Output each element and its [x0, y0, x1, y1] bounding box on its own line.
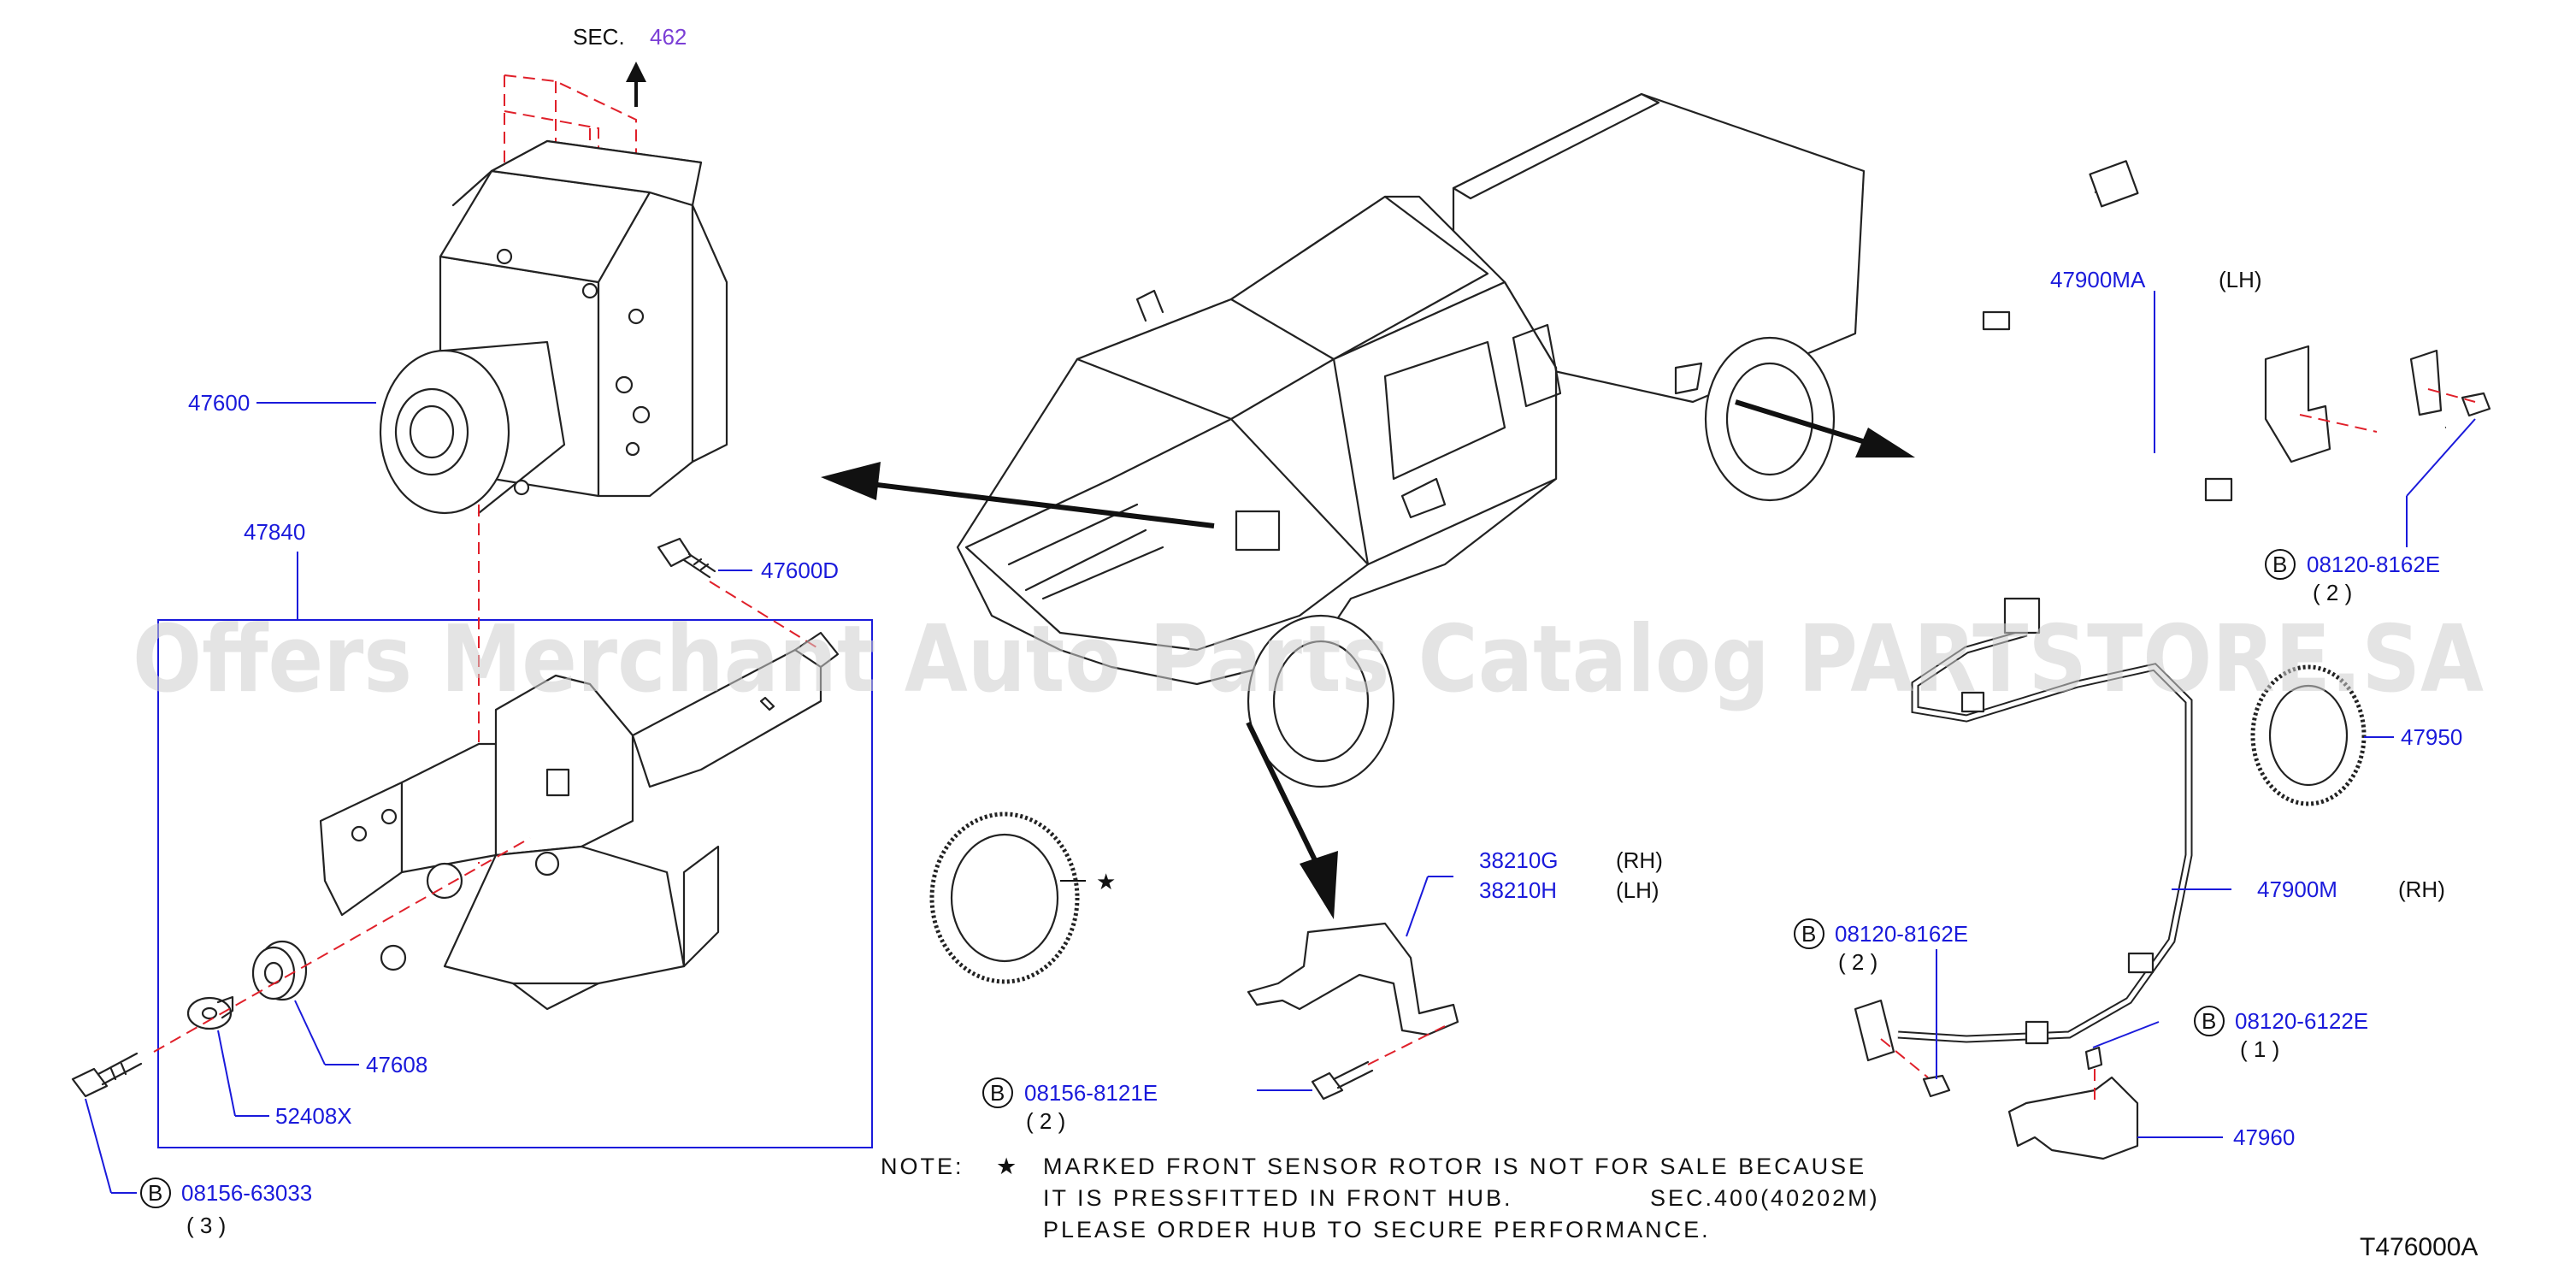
- b-marker-08120-8162e-mid: [1794, 918, 1824, 949]
- side-47900m: (RH): [2398, 876, 2445, 902]
- qty-08120-6122e: ( 1 ): [2240, 1036, 2279, 1062]
- arrow-to-front-bracket: [1246, 721, 1319, 865]
- bolt-47600d-drawing: [657, 537, 716, 579]
- qty-08120-8162e-mid: ( 2 ): [1838, 949, 1877, 975]
- part-label-47600d[interactable]: 47600D: [761, 558, 839, 583]
- part-label-08156-63033[interactable]: 08156-63033: [181, 1180, 312, 1206]
- part-label-08120-8162e-top[interactable]: 08120-8162E: [2307, 552, 2440, 577]
- note-line-2b: SEC.400(40202M): [1650, 1185, 1880, 1211]
- front-sensor-bracket-drawing: [1247, 922, 1459, 1036]
- bracket-assy-frame: [157, 619, 873, 1148]
- leader-47608-a: [294, 1000, 326, 1065]
- sec-arrow-head: [626, 62, 646, 82]
- pickup-truck-drawing: [956, 92, 1866, 788]
- b-marker-08120-8162e-top: [2265, 549, 2296, 580]
- diagram-id: T476000A: [2360, 1233, 2478, 1261]
- part-label-08156-8121e[interactable]: 08156-8121E: [1024, 1080, 1158, 1106]
- side-47900ma: (LH): [2219, 267, 2262, 292]
- leader-08156-63033: [85, 1098, 112, 1194]
- bracket-drawing: [319, 505, 840, 1011]
- b-marker-text: B: [2272, 552, 2287, 577]
- part-label-08120-8162e-mid[interactable]: 08120-8162E: [1835, 921, 1968, 947]
- abs-actuator-drawing: [379, 74, 728, 515]
- part-label-38210g[interactable]: 38210G: [1479, 847, 1559, 873]
- note-label: NOTE:: [881, 1154, 964, 1179]
- collar-52408x-drawing: [186, 995, 234, 1030]
- qty-08156-63033: ( 3 ): [186, 1213, 226, 1238]
- part-label-47608[interactable]: 47608: [366, 1052, 427, 1077]
- bolt-08156-63033-drawing: [71, 1052, 143, 1098]
- b-marker-08120-6122e: [2194, 1006, 2225, 1036]
- arrow-to-actuator-head: [821, 462, 881, 500]
- note-line-1: MARKED FRONT SENSOR ROTOR IS NOT FOR SAL…: [1043, 1154, 1866, 1179]
- part-label-47900m[interactable]: 47900M: [2257, 876, 2337, 902]
- b-marker-text: B: [148, 1180, 162, 1206]
- leader-52408x-a: [217, 1030, 236, 1117]
- part-label-47950[interactable]: 47950: [2401, 724, 2462, 750]
- watermark-text: Offers Merchant Auto Parts Catalog PARTS…: [133, 606, 2484, 713]
- rear-wheel-sensor-drawing: [1982, 160, 2491, 502]
- part-label-47600[interactable]: 47600: [188, 390, 250, 416]
- part-label-47960[interactable]: 47960: [2233, 1124, 2295, 1150]
- side-rh-38210g: (RH): [1616, 847, 1663, 873]
- part-label-47840[interactable]: 47840: [244, 519, 305, 545]
- arrow-to-actuator: [863, 481, 1215, 528]
- b-marker-text: B: [1801, 921, 1816, 947]
- b-marker-08156-63033: [140, 1178, 171, 1208]
- note-star: ★: [996, 1154, 1019, 1179]
- part-label-52408x[interactable]: 52408X: [275, 1103, 352, 1129]
- b-marker-text: B: [2202, 1008, 2216, 1034]
- note-line-2a: IT IS PRESSFITTED IN FRONT HUB.: [1043, 1185, 1513, 1211]
- front-wheel-sensor-drawing: [1854, 597, 2193, 1160]
- part-label-47900ma[interactable]: 47900MA: [2050, 267, 2146, 292]
- leader-38210: [1406, 876, 1429, 937]
- arrow-to-front-bracket-head: [1300, 851, 1338, 919]
- arrow-to-rear-sensor: [1735, 399, 1869, 446]
- part-label-08120-6122e[interactable]: 08120-6122E: [2235, 1008, 2368, 1034]
- sec-prefix: SEC.: [573, 24, 625, 50]
- b-marker-text: B: [990, 1080, 1005, 1106]
- sec-462-link[interactable]: 462: [650, 24, 687, 50]
- rotor-star-mark: ★: [1096, 869, 1116, 894]
- leader-08120-6122e: [2092, 1021, 2160, 1048]
- rear-sensor-rotor-drawing: [2250, 664, 2367, 806]
- bolt-08156-8121e-drawing: [1311, 1060, 1374, 1101]
- b-marker-08156-8121e: [982, 1077, 1013, 1108]
- leader-08120-8162e-top: [2406, 418, 2476, 497]
- front-sensor-rotor-drawing: [929, 812, 1080, 984]
- part-label-38210h[interactable]: 38210H: [1479, 877, 1557, 903]
- note-line-3: PLEASE ORDER HUB TO SECURE PERFORMANCE.: [1043, 1217, 1711, 1242]
- side-lh-38210h: (LH): [1616, 877, 1659, 903]
- qty-08120-8162e-top: ( 2 ): [2313, 580, 2352, 605]
- qty-08156-8121e: ( 2 ): [1026, 1108, 1065, 1134]
- arrow-to-rear-sensor-head: [1855, 428, 1915, 457]
